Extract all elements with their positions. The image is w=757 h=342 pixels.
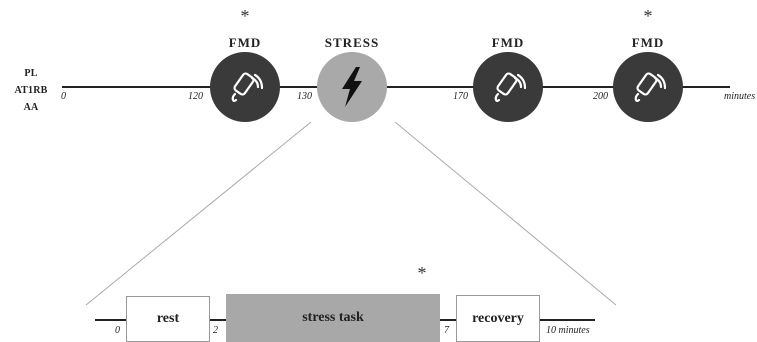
detail-end-label: 10 minutes (546, 325, 590, 336)
phase-stress-task-box: stress task (226, 294, 440, 342)
lightning-bolt-icon (342, 67, 362, 107)
fmd-circle (613, 52, 683, 122)
detail-rest-end-label: 2 (213, 325, 218, 336)
phase-label: rest (156, 311, 180, 326)
timeline-end-label: minutes (724, 91, 756, 102)
group-label-at1rb: AT1RB (14, 85, 48, 96)
phase-rest-box: rest (126, 296, 210, 342)
event-title: FMD (491, 35, 525, 50)
stress-circle (317, 52, 387, 122)
main-timeline-line (62, 86, 730, 88)
zoom-line-left (85, 121, 312, 306)
event-time-label: 130 (297, 91, 312, 102)
significance-asterisk: * (417, 263, 427, 283)
timeline-start-label: 0 (61, 91, 66, 102)
event-time-label: 200 (593, 91, 608, 102)
ultrasound-probe-icon (231, 72, 264, 102)
significance-asterisk: * (240, 6, 250, 26)
phase-recovery-box: recovery (456, 295, 540, 342)
event-time-label: 170 (453, 91, 468, 102)
event-title: FMD (631, 35, 665, 50)
ultrasound-probe-icon (494, 72, 527, 102)
event-time-label: 120 (188, 91, 203, 102)
ultrasound-probe-icon (634, 72, 667, 102)
group-label-aa: AA (23, 102, 39, 113)
significance-asterisk: * (643, 6, 653, 26)
zoom-line-right (394, 121, 617, 306)
phase-label: stress task (302, 310, 364, 325)
event-title: FMD (228, 35, 262, 50)
group-label-pl: PL (24, 68, 38, 79)
phase-label: recovery (472, 310, 524, 326)
event-title: STRESS (324, 35, 380, 50)
fmd-circle (473, 52, 543, 122)
fmd-circle (210, 52, 280, 122)
detail-task-end-label: 7 (444, 325, 449, 336)
detail-start-label: 0 (115, 325, 120, 336)
